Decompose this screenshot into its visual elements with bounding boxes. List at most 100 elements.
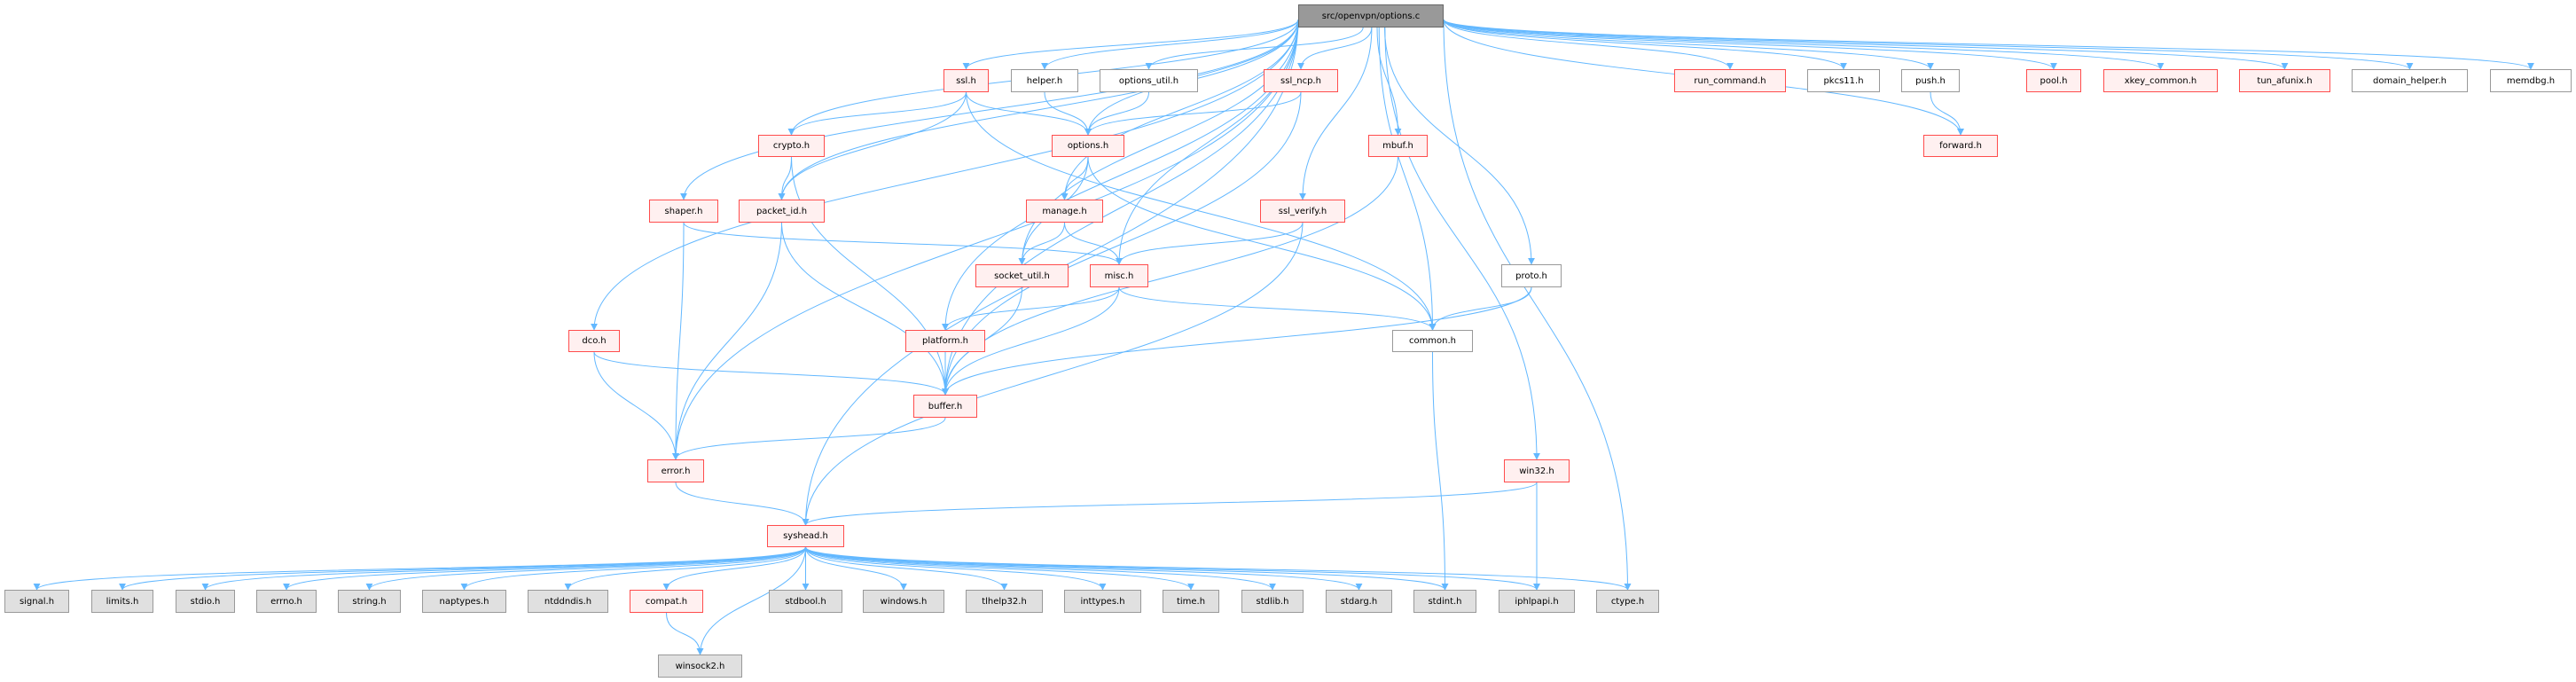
edge-syshead-to-compat — [662, 546, 806, 591]
node-inttypes[interactable]: inttypes.h — [1064, 590, 1141, 613]
node-ssl-verify[interactable]: ssl_verify.h — [1260, 200, 1345, 223]
node-manage[interactable]: manage.h — [1026, 200, 1103, 223]
node-iphlpapi[interactable]: iphlpapi.h — [1499, 590, 1575, 613]
edge-syshead-to-stdarg — [805, 546, 1363, 591]
node-signal[interactable]: signal.h — [4, 590, 69, 613]
edge-options-to-manage — [1061, 156, 1089, 200]
node-misc[interactable]: misc.h — [1090, 264, 1148, 287]
edge-ssl-to-options — [966, 91, 1092, 136]
node-ctype[interactable]: ctype.h — [1596, 590, 1659, 613]
node-proto[interactable]: proto.h — [1501, 264, 1562, 287]
node-tlhelp32[interactable]: tlhelp32.h — [966, 590, 1043, 613]
edge-manage-to-misc — [1064, 222, 1123, 265]
edge-root-to-shaper — [680, 19, 1299, 200]
node-naptypes[interactable]: naptypes.h — [422, 590, 506, 613]
node-helper[interactable]: helper.h — [1011, 69, 1078, 92]
edge-common-to-stdint — [1432, 351, 1449, 591]
edge-syshead-to-ctype — [805, 546, 1632, 591]
edge-misc-to-buffer — [942, 286, 1120, 396]
node-ntddndis[interactable]: ntddndis.h — [528, 590, 608, 613]
edge-root-to-ssl_ncp — [1297, 27, 1373, 70]
node-mbuf[interactable]: mbuf.h — [1368, 135, 1428, 157]
edge-root-to-ctype — [1443, 19, 1632, 591]
edge-root-to-win32 — [1384, 27, 1540, 460]
edge-options-to-common — [1087, 156, 1437, 331]
edge-ssl-to-common — [966, 91, 1437, 331]
edge-syshead-to-errno — [283, 546, 806, 591]
edge-root-to-error — [672, 19, 1299, 460]
node-ssl-ncp[interactable]: ssl_ncp.h — [1264, 69, 1338, 92]
node-tun-afunix[interactable]: tun_afunix.h — [2239, 69, 2330, 92]
node-windows[interactable]: windows.h — [863, 590, 944, 613]
edge-root-to-ssl_verify — [1299, 27, 1373, 200]
node-win32[interactable]: win32.h — [1504, 459, 1570, 482]
node-push[interactable]: push.h — [1901, 69, 1960, 92]
edge-syshead-to-iphlpapi — [805, 546, 1540, 591]
node-winsock2[interactable]: winsock2.h — [658, 655, 742, 678]
edge-syshead-to-inttypes — [805, 546, 1107, 591]
edge-ssl_verify-to-syshead — [802, 222, 1304, 526]
node-ssl[interactable]: ssl.h — [943, 69, 989, 92]
node-options-util[interactable]: options_util.h — [1100, 69, 1198, 92]
node-socket-util[interactable]: socket_util.h — [975, 264, 1069, 287]
edge-error-to-syshead — [675, 482, 810, 526]
edge-root-to-run_command — [1443, 19, 1734, 70]
edge-root-to-ssl — [962, 19, 1299, 70]
edge-root-to-tun_afunix — [1443, 19, 2289, 70]
edge-root-to-packet_id — [778, 19, 1299, 200]
node-errno[interactable]: errno.h — [256, 590, 317, 613]
edge-syshead-to-naptypes — [460, 546, 806, 591]
edge-push-to-forward — [1930, 91, 1964, 136]
node-compat[interactable]: compat.h — [630, 590, 703, 613]
node-pkcs11[interactable]: pkcs11.h — [1807, 69, 1880, 92]
node-memdbg[interactable]: memdbg.h — [2490, 69, 2572, 92]
edge-options_util-to-options — [1084, 91, 1149, 136]
node-run-command[interactable]: run_command.h — [1674, 69, 1786, 92]
edge-root-to-pool — [1443, 19, 2057, 70]
node-crypto[interactable]: crypto.h — [758, 135, 825, 157]
node-string[interactable]: string.h — [338, 590, 401, 613]
edge-misc-to-common — [1118, 286, 1437, 331]
edge-syshead-to-signal — [33, 546, 806, 591]
edge-ssl-to-crypto — [787, 91, 967, 136]
edge-syshead-to-limits — [119, 546, 806, 591]
edge-win32-to-syshead — [802, 482, 1538, 526]
node-stdbool[interactable]: stdbool.h — [769, 590, 842, 613]
node-packet-id[interactable]: packet_id.h — [739, 200, 825, 223]
node-shaper[interactable]: shaper.h — [649, 200, 718, 223]
node-limits[interactable]: limits.h — [91, 590, 153, 613]
edge-root-to-push — [1443, 19, 1934, 70]
edge-syshead-to-ntddndis — [564, 546, 806, 591]
node-pool[interactable]: pool.h — [2026, 69, 2081, 92]
node-time[interactable]: time.h — [1163, 590, 1219, 613]
node-forward[interactable]: forward.h — [1923, 135, 1998, 157]
node-stdint[interactable]: stdint.h — [1413, 590, 1476, 613]
edge-crypto-to-packet_id — [778, 156, 792, 200]
node-options[interactable]: options.h — [1052, 135, 1124, 157]
edge-root-to-proto — [1384, 27, 1535, 265]
node-stdio[interactable]: stdio.h — [176, 590, 235, 613]
edge-root-to-helper — [1041, 19, 1299, 70]
edge-root-to-domain_helper — [1443, 19, 2414, 70]
node-syshead[interactable]: syshead.h — [767, 525, 844, 547]
node-xkey-common[interactable]: xkey_common.h — [2103, 69, 2218, 92]
node-buffer[interactable]: buffer.h — [913, 395, 977, 418]
node-stdlib[interactable]: stdlib.h — [1241, 590, 1304, 613]
node-dco[interactable]: dco.h — [568, 330, 620, 352]
edge-misc-to-platform — [942, 286, 1120, 331]
edge-buffer-to-error — [672, 417, 946, 460]
node-platform[interactable]: platform.h — [905, 330, 985, 352]
node-common[interactable]: common.h — [1392, 330, 1473, 352]
node-root[interactable]: src/openvpn/options.c — [1298, 4, 1444, 27]
edge-proto-to-common — [1429, 286, 1532, 331]
edge-syshead-to-stdio — [201, 546, 806, 591]
edge-root-to-common — [1378, 27, 1437, 331]
node-error[interactable]: error.h — [647, 459, 704, 482]
node-domain-helper[interactable]: domain_helper.h — [2352, 69, 2468, 92]
edge-compat-to-winsock2 — [666, 612, 704, 655]
edge-root-to-dco — [591, 19, 1299, 331]
edge-shaper-to-misc — [683, 222, 1123, 265]
edge-proto-to-buffer — [942, 286, 1532, 396]
node-stdarg[interactable]: stdarg.h — [1326, 590, 1392, 613]
